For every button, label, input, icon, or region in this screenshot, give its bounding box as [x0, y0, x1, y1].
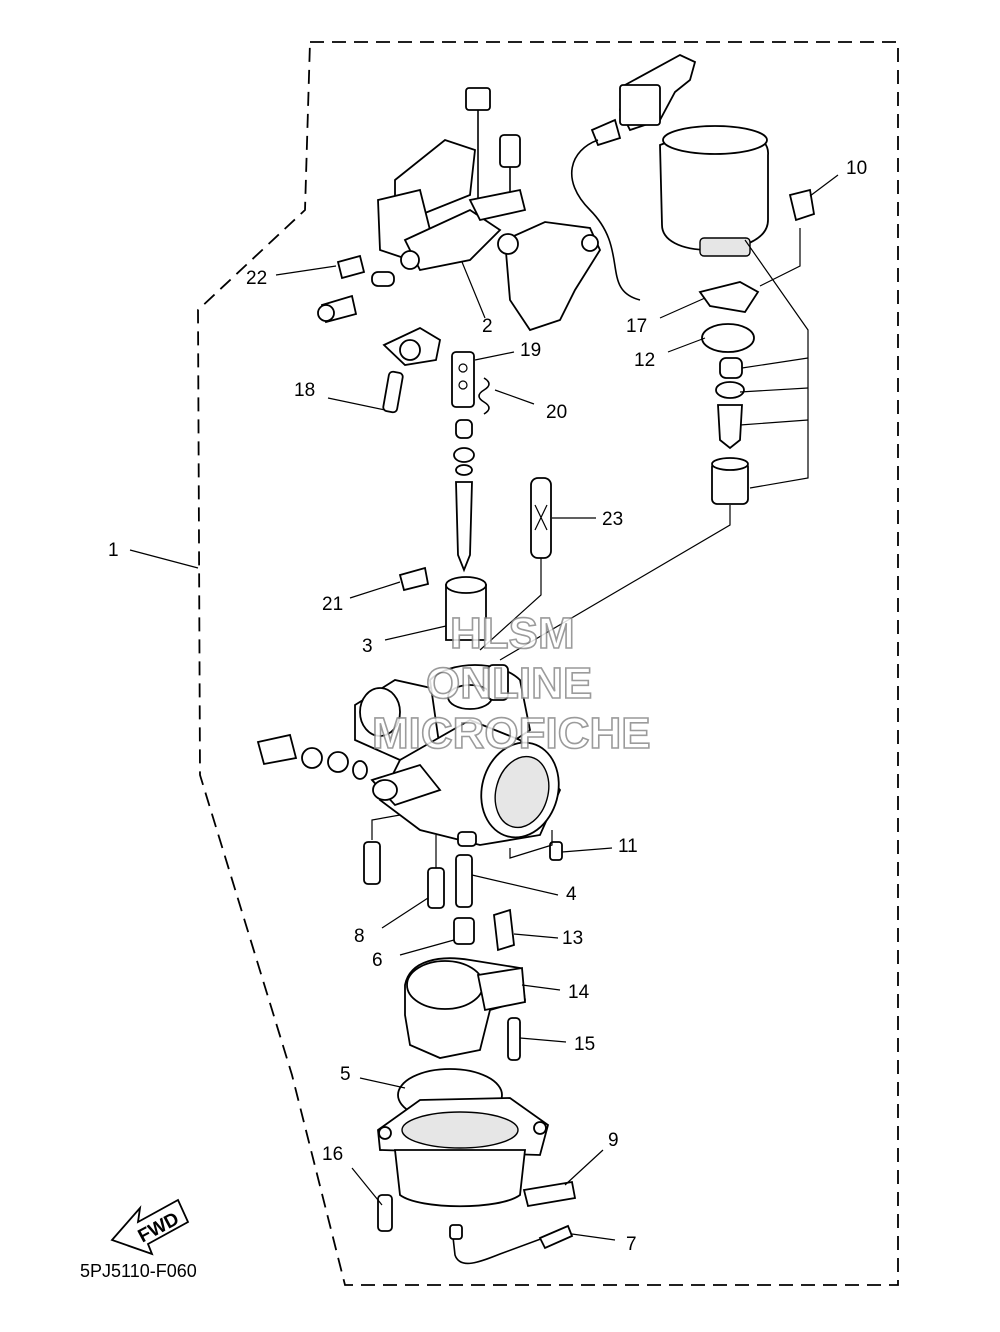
watermark: HLSM ONLINE MICROFICHE: [371, 608, 651, 759]
diagram-code: 5PJ5110-F060: [80, 1261, 197, 1281]
float-bowl-part-5: [377, 1068, 577, 1265]
callout-19: 19: [520, 340, 541, 361]
callout-13: 13: [562, 928, 583, 949]
callout-15: 15: [574, 1034, 595, 1055]
pin-part-23: [530, 477, 552, 559]
callout-23: 23: [602, 509, 623, 530]
callout-3: 3: [362, 636, 373, 657]
auto-choke-assembly: [571, 53, 816, 505]
watermark-line-1: HLSM: [450, 609, 575, 658]
screw-part-21: [398, 566, 430, 592]
throttle-linkage-part-2: [377, 87, 602, 332]
callout-numbers: 1 2 3 4 5 6 7 8 9 10 11 12 13 14 15 16 1…: [108, 158, 867, 1255]
callout-2: 2: [482, 316, 493, 337]
jet-needle-stack: [453, 419, 475, 573]
callout-20: 20: [546, 402, 567, 423]
assembly-boundary: [197, 41, 899, 1286]
carburetor-body: [354, 664, 562, 847]
jets-and-screws: [363, 841, 563, 952]
callout-7: 7: [626, 1234, 637, 1255]
callout-21: 21: [322, 594, 343, 615]
callout-14: 14: [568, 982, 590, 1003]
callout-18: 18: [294, 380, 315, 401]
throttle-valve-part-3: [445, 576, 487, 641]
callout-16: 16: [322, 1144, 343, 1165]
pilot-screw-assembly: [256, 733, 368, 780]
callout-8: 8: [354, 926, 365, 947]
screw-part-22: [317, 254, 395, 324]
callout-17: 17: [626, 316, 647, 337]
callout-6: 6: [372, 950, 383, 971]
callout-10: 10: [846, 158, 867, 179]
float-part-14: [404, 957, 527, 1061]
leader-lines: [129, 174, 839, 1241]
fwd-arrow: FWD: [110, 1198, 190, 1256]
watermark-line-3: MICROFICHE: [372, 709, 651, 758]
callout-11: 11: [618, 836, 638, 857]
callout-1: 1: [108, 540, 119, 561]
watermark-line-2: ONLINE: [426, 659, 592, 708]
callout-22: 22: [246, 268, 267, 289]
callout-5: 5: [340, 1064, 351, 1085]
throttle-lever-parts-18-19-20: [382, 326, 490, 415]
callout-4: 4: [566, 884, 577, 905]
callout-12: 12: [634, 350, 655, 371]
callout-9: 9: [608, 1130, 619, 1151]
